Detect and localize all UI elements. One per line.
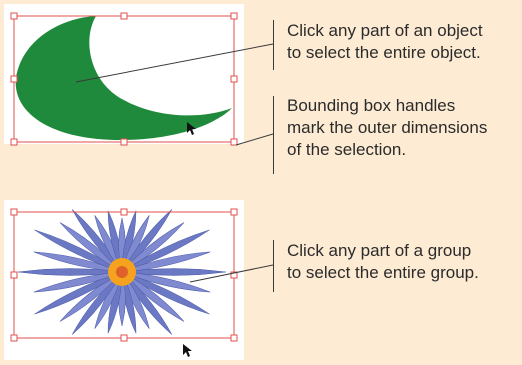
cursor-arrow-icon <box>187 122 196 135</box>
callout-line: to select the entire object. <box>287 43 481 62</box>
flower-petal <box>33 251 123 273</box>
callout-line: mark the outer dimensions <box>287 118 488 137</box>
flower-center-core <box>116 266 128 278</box>
flower-group[interactable] <box>17 207 227 337</box>
bounding-box-handles[interactable] <box>10 12 238 146</box>
flower-petal <box>121 268 227 276</box>
callout-line: of the selection. <box>287 140 407 159</box>
callout-bar-group <box>273 240 274 292</box>
callout-bar-bbox <box>273 96 274 174</box>
callout-object-select: Click any part of an object to select th… <box>287 20 483 64</box>
flower-petal <box>121 271 211 293</box>
flower-petal <box>121 271 210 315</box>
flower-petal <box>34 229 123 273</box>
leader-line-object <box>75 43 274 83</box>
flower-petal <box>34 271 123 315</box>
group-bounding-box-handles[interactable] <box>10 208 238 342</box>
leader-line-bbox <box>235 133 274 146</box>
callout-line: to select the entire group. <box>287 263 479 282</box>
callout-bounding-box: Bounding box handles mark the outer dime… <box>287 95 487 161</box>
flower-petal <box>33 271 123 293</box>
callout-bar-object <box>273 20 274 70</box>
cursor-arrow-icon <box>183 344 192 357</box>
callout-line: Click any part of an object <box>287 21 483 40</box>
flower-petal <box>17 268 123 276</box>
callout-line: Click any part of a group <box>287 241 472 260</box>
flower-petal <box>121 251 211 273</box>
crescent-object[interactable] <box>15 16 233 140</box>
flower-petal <box>121 229 210 273</box>
callout-line: Bounding box handles <box>287 96 456 115</box>
leader-line-group <box>189 264 274 283</box>
callout-group-select: Click any part of a group to select the … <box>287 240 479 284</box>
